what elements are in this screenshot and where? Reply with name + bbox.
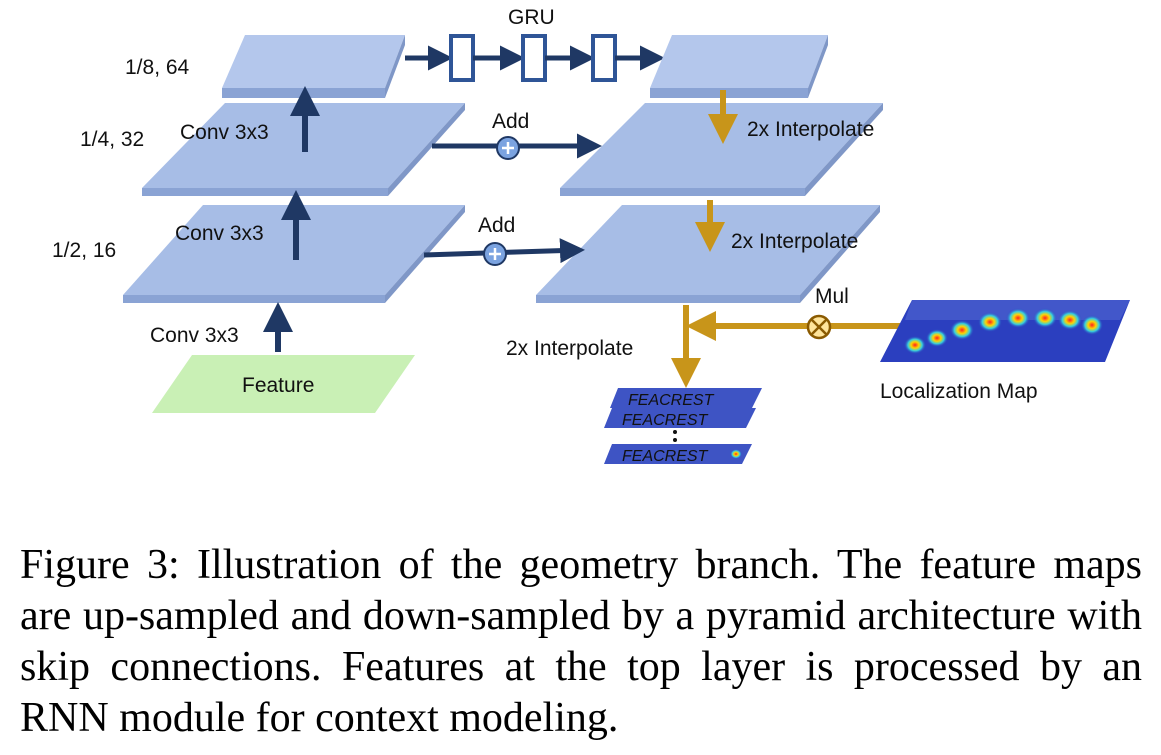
decoder-layer-1-4 (560, 103, 883, 196)
conv-label-middle: Conv 3x3 (175, 222, 264, 245)
mul-label: Mul (815, 285, 849, 308)
localization-map-image (880, 300, 1130, 362)
gru-cell-1 (449, 34, 475, 82)
scale-label-1-4: 1/4, 32 (80, 128, 144, 151)
gru-label: GRU (508, 6, 555, 29)
figure-caption: Figure 3: Illustration of the geometry b… (20, 542, 1142, 741)
mul-node (806, 314, 832, 340)
output-map-2: FEACREST (604, 408, 756, 429)
encoder-layer-1-8 (222, 35, 405, 98)
conv-label-top: Conv 3x3 (180, 121, 269, 144)
gru-cell-3 (591, 34, 617, 82)
conv-label-bottom: Conv 3x3 (150, 324, 239, 347)
interpolate-label-1: 2x Interpolate (747, 118, 874, 141)
add-node-2 (483, 242, 507, 266)
svg-text:FEACREST: FEACREST (622, 448, 709, 465)
geometry-branch-diagram: FEACREST FEACREST FEACREST GRU 1/8, 64 1… (52, 6, 1130, 465)
interpolate-label-3: 2x Interpolate (506, 337, 633, 360)
feature-label: Feature (242, 374, 314, 397)
add-label-bottom: Add (478, 214, 515, 237)
feature-map (152, 355, 415, 413)
localization-map-label: Localization Map (880, 380, 1038, 403)
decoder-layer-1-8 (650, 35, 828, 98)
svg-text:FEACREST: FEACREST (622, 412, 709, 429)
add-node-1 (496, 136, 520, 160)
gru-cell-2 (521, 34, 547, 82)
scale-label-1-2: 1/2, 16 (52, 239, 116, 262)
scale-label-1-8: 1/8, 64 (125, 56, 190, 79)
output-map-3: FEACREST (604, 444, 752, 465)
output-map-1: FEACREST (610, 388, 762, 409)
add-label-top: Add (492, 110, 529, 133)
svg-text:FEACREST: FEACREST (628, 392, 715, 409)
gru-chain (405, 34, 665, 82)
interpolate-label-2: 2x Interpolate (731, 230, 858, 253)
